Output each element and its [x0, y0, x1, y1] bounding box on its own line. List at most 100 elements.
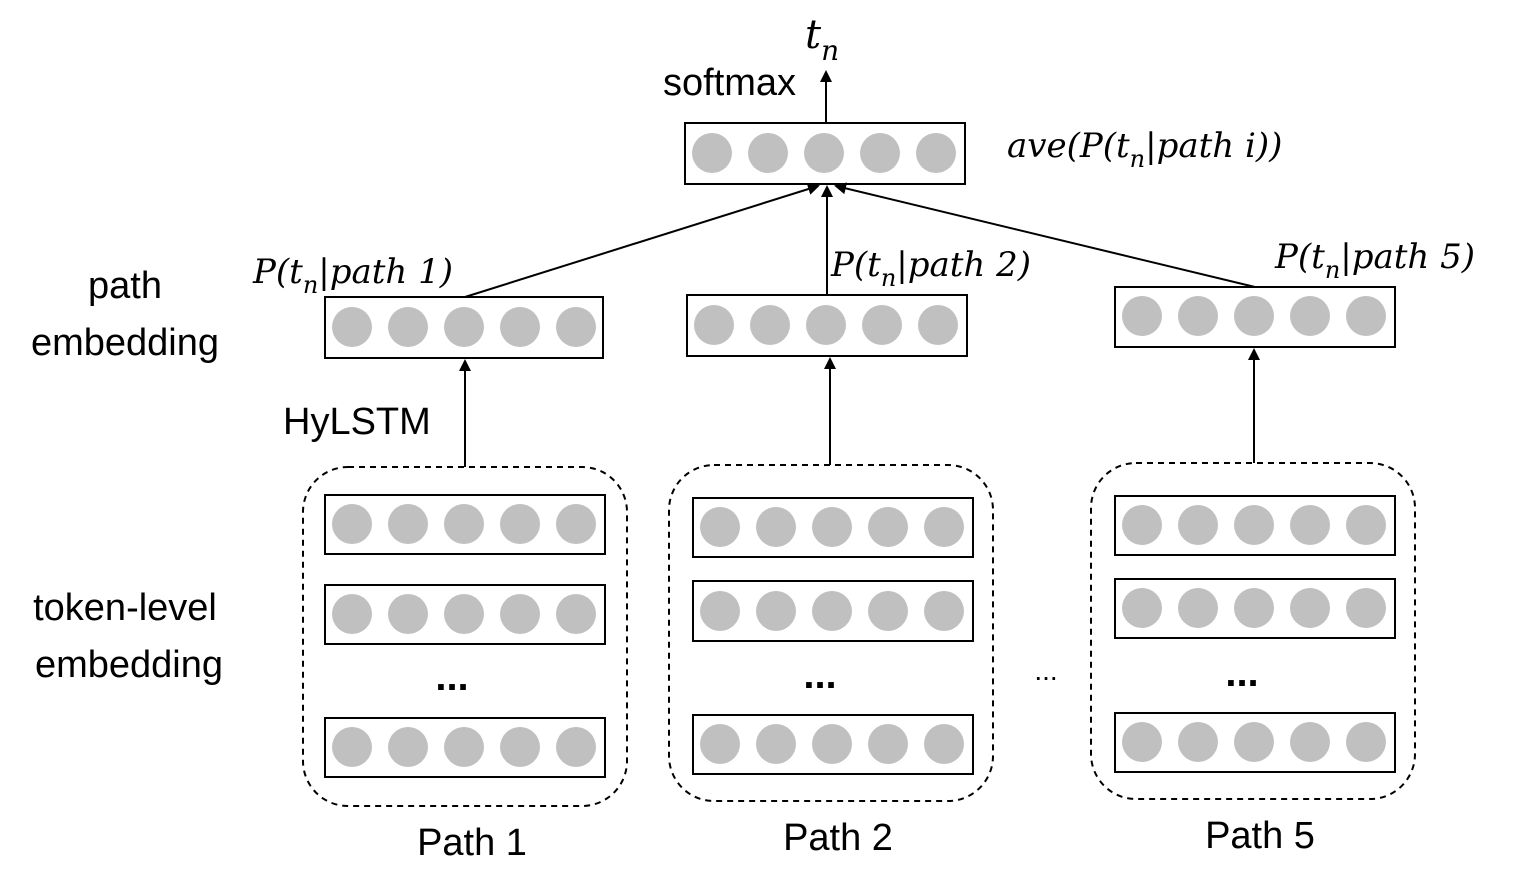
path1-token-vector-1: [324, 494, 606, 555]
neuron-node: [388, 594, 428, 634]
neuron-node: [806, 305, 846, 345]
neuron-node: [332, 594, 372, 634]
neuron-node: [556, 594, 596, 634]
path2-token-vector-2: [692, 580, 974, 642]
neuron-node: [1234, 505, 1274, 545]
between-paths-ellipsis: ...: [1034, 655, 1057, 686]
neuron-node: [868, 724, 908, 764]
neuron-node: [700, 724, 740, 764]
prob-path5-label: P(tn|path 5): [1274, 237, 1475, 284]
path5-caption: Path 5: [1205, 815, 1315, 857]
path1-caption: Path 1: [417, 822, 527, 864]
neuron-node: [756, 591, 796, 631]
path1-to-average-arrow: [464, 183, 820, 298]
neuron-node: [556, 727, 596, 767]
neuron-node: [748, 133, 788, 173]
token-embedding-label-line2: embedding: [35, 644, 223, 686]
neuron-node: [692, 133, 732, 173]
neuron-node: [444, 307, 484, 347]
neuron-node: [924, 724, 964, 764]
softmax-label: softmax: [663, 62, 796, 104]
neuron-node: [1290, 505, 1330, 545]
neuron-node: [1290, 296, 1330, 336]
output-label: tn: [805, 12, 839, 67]
prob-path1-label: P(tn|path 1): [252, 252, 453, 299]
neuron-node: [756, 724, 796, 764]
neuron-node: [1234, 588, 1274, 628]
path5-token-vector-1: [1114, 495, 1396, 556]
average-label: ave(P(tn|path i)): [1007, 126, 1282, 173]
path2-caption: Path 2: [783, 817, 893, 859]
path2-token-vector-last: [692, 714, 974, 775]
neuron-node: [700, 507, 740, 547]
neuron-node: [812, 724, 852, 764]
neuron-node: [916, 133, 956, 173]
neuron-node: [500, 594, 540, 634]
neuron-node: [332, 504, 372, 544]
path2-token-vector-1: [692, 497, 974, 558]
neuron-node: [1178, 505, 1218, 545]
path2-group: [668, 464, 994, 802]
path2-ellipsis: ...: [803, 653, 836, 697]
token-embedding-label-line1: token-level: [33, 587, 217, 629]
neuron-node: [1122, 296, 1162, 336]
neuron-node: [500, 307, 540, 347]
path1-token-vector-2: [324, 584, 606, 645]
path1-group: [302, 466, 628, 807]
path1-ellipsis: ...: [435, 655, 468, 699]
neuron-node: [924, 507, 964, 547]
neuron-node: [1234, 296, 1274, 336]
neuron-node: [868, 507, 908, 547]
path1-token-vector-last: [324, 717, 606, 778]
path1-embedding-vector: [324, 296, 604, 359]
neuron-node: [332, 727, 372, 767]
neuron-node: [1122, 722, 1162, 762]
neuron-node: [860, 133, 900, 173]
neuron-node: [444, 594, 484, 634]
path-embedding-label-line2: embedding: [31, 322, 219, 364]
neuron-node: [812, 591, 852, 631]
neuron-node: [1234, 722, 1274, 762]
neuron-node: [1346, 505, 1386, 545]
neuron-node: [556, 504, 596, 544]
neuron-node: [1178, 722, 1218, 762]
neuron-node: [700, 591, 740, 631]
neuron-node: [444, 504, 484, 544]
neuron-node: [918, 305, 958, 345]
neuron-node: [694, 305, 734, 345]
path5-group: [1090, 462, 1416, 800]
neuron-node: [332, 307, 372, 347]
neuron-node: [868, 591, 908, 631]
neuron-node: [500, 727, 540, 767]
neuron-node: [750, 305, 790, 345]
neuron-node: [1346, 296, 1386, 336]
neuron-node: [1122, 505, 1162, 545]
path-embedding-label-line1: path: [88, 265, 162, 307]
neuron-node: [388, 504, 428, 544]
neuron-node: [1290, 588, 1330, 628]
path5-embedding-vector: [1114, 286, 1396, 348]
neuron-node: [1178, 588, 1218, 628]
prob-path2-label: P(tn|path 2): [830, 245, 1031, 292]
path5-ellipsis: ...: [1225, 651, 1258, 695]
neuron-node: [556, 307, 596, 347]
neuron-node: [1122, 588, 1162, 628]
neuron-node: [924, 591, 964, 631]
neuron-node: [388, 307, 428, 347]
path5-token-vector-last: [1114, 712, 1396, 773]
neuron-node: [500, 504, 540, 544]
neuron-node: [862, 305, 902, 345]
path2-embedding-vector: [686, 294, 968, 357]
average-vector: [684, 122, 966, 185]
path5-to-average-arrow: [834, 182, 1256, 288]
neuron-node: [756, 507, 796, 547]
neuron-node: [388, 727, 428, 767]
neuron-node: [444, 727, 484, 767]
hylstm-label: HyLSTM: [283, 401, 431, 443]
neuron-node: [1346, 588, 1386, 628]
neuron-node: [812, 507, 852, 547]
neuron-node: [804, 133, 844, 173]
path5-token-vector-2: [1114, 578, 1396, 639]
